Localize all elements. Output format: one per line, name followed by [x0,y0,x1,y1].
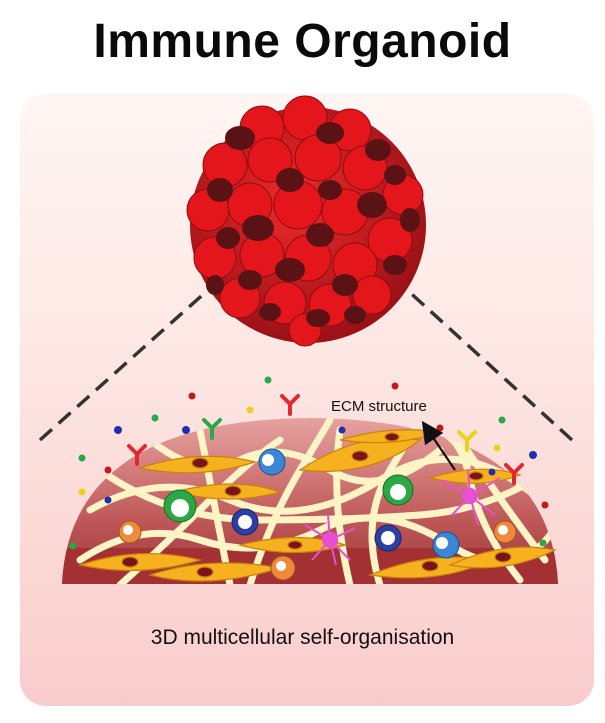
stromal-cell-icon [77,552,203,572]
cytokine-dot-icon [182,426,190,434]
cytokine-dot-icon [78,488,86,496]
ecm-arrow [421,420,456,471]
nerve-cell-icon [304,514,356,566]
immune-cell-icon [163,489,197,523]
immune-cell-icon [231,508,259,536]
cytokine-dot-icon [338,426,346,434]
antibody-icon [457,430,477,452]
immune-cell-icon [118,520,142,544]
immune-cell-icon [432,531,460,559]
nerve-cells [304,469,501,566]
antibody-icon [504,463,524,485]
cytokine-dot-icon [541,501,549,509]
zoom-line-right [403,286,574,442]
immune-cell-icon [270,555,296,581]
antibodies [127,394,524,485]
cytokine-dot-icon [104,496,112,504]
figure-title: Immune Organoid [93,15,512,68]
antibody-icon [280,394,300,416]
organoid-sphere-icon [186,95,426,347]
ecm-structure-label: ECM structure [331,398,427,415]
immune-cell-icon [374,524,402,552]
immune-cells [118,448,517,581]
stromal-cell-icon [448,546,557,569]
cytokine-dot-icon [246,406,254,414]
cytokine-dot-icon [264,376,272,384]
cytokine-dot-icon [391,382,399,390]
antibody-icon [127,444,147,466]
immune-cell-icon [382,474,414,506]
cytokine-dot-icon [436,424,444,432]
stromal-cell-icon [237,536,347,554]
zoom-line-left [38,288,210,442]
antibody-icon [202,418,222,440]
cytokine-dot-icon [69,542,77,550]
cytokine-dot-icon [498,416,506,424]
cytokine-dot-icon [104,466,112,474]
cytokine-dot-icon [529,451,537,459]
cytokine-dot-icon [114,426,122,434]
immune-cell-icon [493,520,517,544]
stromal-cell-icon [298,437,422,472]
stromal-cells [77,429,557,582]
cytokine-dot-icon [78,454,86,462]
cytokine-dot-icon [151,414,159,422]
immune-cell-icon [258,448,286,476]
cytokine-dot-icon [493,444,501,452]
cytokine-dot-icon [539,539,547,547]
cytokine-dot-icon [488,468,496,476]
stromal-cell-icon [172,483,282,500]
nerve-cell-icon [439,469,501,526]
stromal-cell-icon [137,455,258,474]
cytokine-dot-icon [188,392,196,400]
figure-caption: 3D multicellular self-organisation [150,626,455,649]
